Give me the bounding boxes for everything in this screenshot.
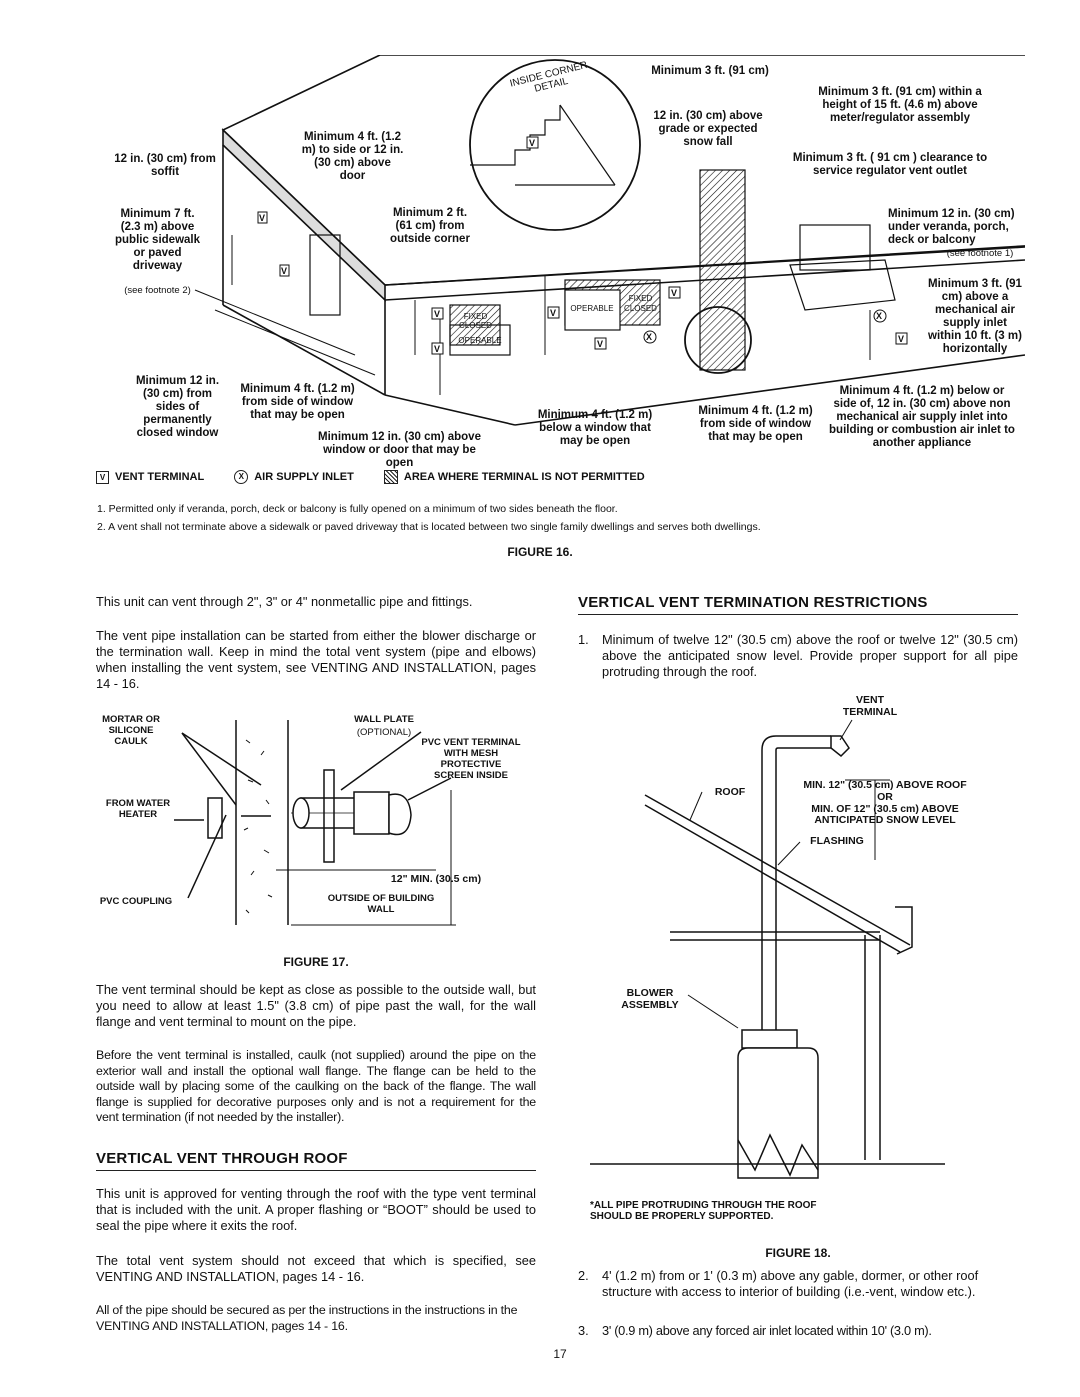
svg-text:X: X [876,311,882,321]
item-1-number: 1. [578,632,589,647]
svg-text:V: V [281,266,287,276]
item-1-text: Minimum of twelve 12" (30.5 cm) above th… [602,632,1018,679]
label-perm-closed: Minimum 12 in. (30 cm) from sides of per… [135,375,220,439]
label-min3: Minimum 3 ft. (91 cm) [651,65,769,77]
legend-air-supply-label: AIR SUPPLY INLET [254,471,354,483]
label-side-window-1: Minimum 4 ft. (1.2 m) from side of windo… [240,383,355,421]
label-window-operable: OPERABLE [458,336,502,345]
figure-18-caption: FIGURE 18. [765,1246,831,1260]
label-min-snow: MIN. OF 12" (30.5 cm) ABOVE ANTICIPATED … [811,803,959,826]
label-window-operable-2: OPERABLE [570,304,614,313]
svg-text:X: X [646,332,652,342]
label-soffit: 12 in. (30 cm) from soffit [114,153,216,178]
label-veranda: Minimum 12 in. (30 cm) under veranda, po… [888,208,1015,246]
figure-16-legend: V VENT TERMINAL X AIR SUPPLY INLET AREA … [96,470,796,484]
item-3-number: 3. [578,1323,589,1338]
label-from-water-heater: FROM WATER HEATER [105,798,171,820]
legend-area-label: AREA WHERE TERMINAL IS NOT PERMITTED [403,471,645,483]
footnote-1: 1. Permitted only if veranda, porch, dec… [97,503,618,515]
item-3-text: 3' (0.9 m) above any forced air inlet lo… [602,1323,932,1338]
vent-terminal-symbol-icon: V [96,470,109,484]
label-below-window: Minimum 4 ft. (1.2 m) below a window tha… [537,409,653,447]
heading-vertical-vent-restrictions: VERTICAL VENT TERMINATION RESTRICTIONS [578,594,1018,615]
label-non-mech: Minimum 4 ft. (1.2 m) below or side of, … [829,385,1015,449]
left-p3: The vent terminal should be kept as clos… [96,982,536,1029]
label-roof: ROOF [714,786,746,798]
svg-text:V: V [434,309,440,319]
footnote-2: 2. A vent shall not terminate above a si… [97,521,761,533]
figure-18: VENT TERMINAL ROOF MIN. 12" (30.5 cm) AB… [590,690,1030,1230]
page-number: 17 [553,1347,567,1361]
label-above-grade: 12 in. (30 cm) above grade or expected s… [653,110,763,148]
figure-17: MORTAR OR SILICONE CAULK WALL PLATE (OPT… [96,710,536,950]
left-p6: The total vent system should not exceed … [96,1253,536,1284]
left-p2: The vent pipe installation can be starte… [96,628,536,691]
restriction-item-3: 3. 3' (0.9 m) above any forced air inlet… [578,1323,1018,1339]
figure-16: V V V V V V V V V X X INSIDE CORNER DETA… [95,55,1025,495]
label-window-closed: CLOSED [459,321,492,330]
heading-vertical-vent-roof: VERTICAL VENT THROUGH ROOF [96,1150,536,1171]
air-supply-symbol-icon: X [234,470,249,484]
label-window-fixed: FIXED [463,312,488,321]
label-mortar: MORTAR OR SILICONE CAULK [102,714,160,747]
svg-text:V: V [434,344,440,354]
label-or: OR [877,791,893,803]
label-window-closed-2: CLOSED [624,304,657,313]
label-sidewalk: Minimum 7 ft. (2.3 m) above public sidew… [115,208,200,272]
label-pvc-coupling: PVC COUPLING [99,896,173,907]
wall-vent-diagram [174,720,456,926]
label-vent-terminal: VENT TERMINAL [842,694,898,718]
label-optional: (OPTIONAL) [356,727,412,738]
label-min-roof: MIN. 12" (30.5 cm) ABOVE ROOF [803,779,967,791]
legend-vent-terminal: V VENT TERMINAL [96,470,204,484]
label-min3-within: Minimum 3 ft. (91 cm) within a height of… [818,86,982,124]
label-clearance: Minimum 3 ft. ( 91 cm ) clearance to ser… [792,152,988,177]
svg-text:V: V [259,213,265,223]
roof-vent-diagram [590,719,945,1179]
legend-air-supply: X AIR SUPPLY INLET [234,470,354,484]
legend-area-not-permitted: AREA WHERE TERMINAL IS NOT PERMITTED [383,470,645,484]
label-door: Minimum 4 ft. (1.2 m) to side or 12 in. … [301,131,404,182]
svg-text:V: V [597,339,603,349]
label-see-fn1: (see footnote 1) [946,248,1014,259]
label-window-fixed-2: FIXED [628,294,653,303]
left-p1: This unit can vent through 2", 3" or 4" … [96,594,473,609]
restriction-item-1: 1. Minimum of twelve 12" (30.5 cm) above… [578,632,1018,680]
label-support-note: *ALL PIPE PROTRUDING THROUGH THE ROOF SH… [590,1200,817,1222]
label-wall-plate: WALL PLATE [354,714,414,725]
legend-vent-terminal-label: VENT TERMINAL [115,471,205,483]
left-p4: Before the vent terminal is installed, c… [96,1048,536,1124]
item-2-text: 4' (1.2 m) from or 1' (0.3 m) above any … [602,1268,979,1299]
svg-text:V: V [550,308,556,318]
label-12-min: 12" MIN. (30.5 cm) [390,873,482,885]
svg-text:V: V [529,138,535,148]
restriction-item-2: 2. 4' (1.2 m) from or 1' (0.3 m) above a… [578,1268,1018,1300]
label-outside-wall: OUTSIDE OF BUILDING WALL [327,893,435,915]
hatched-area-icon [383,470,398,484]
label-pvc-vent: PVC VENT TERMINAL WITH MESH PROTECTIVE S… [421,737,521,781]
label-see-fn2: (see footnote 2) [124,285,191,296]
item-2-number: 2. [578,1268,589,1283]
left-p5: This unit is approved for venting throug… [96,1186,536,1233]
svg-text:V: V [671,288,677,298]
house-vent-diagram: V V V V V V V V V X X [194,55,1025,426]
left-p7: All of the pipe should be secured as per… [96,1303,518,1333]
svg-text:V: V [898,334,904,344]
figure-16-caption: FIGURE 16. [507,545,573,559]
label-mech-air: Minimum 3 ft. (91 cm) above a mechanical… [928,278,1022,355]
label-flashing: FLASHING [810,835,864,847]
label-outside-corner: Minimum 2 ft. (61 cm) from outside corne… [390,207,470,245]
label-blower-assembly: BLOWER ASSEMBLY [621,987,679,1011]
label-above-window: Minimum 12 in. (30 cm) above window or d… [318,431,481,469]
label-side-window-2: Minimum 4 ft. (1.2 m) from side of windo… [698,405,813,443]
figure-17-caption: FIGURE 17. [283,955,349,969]
